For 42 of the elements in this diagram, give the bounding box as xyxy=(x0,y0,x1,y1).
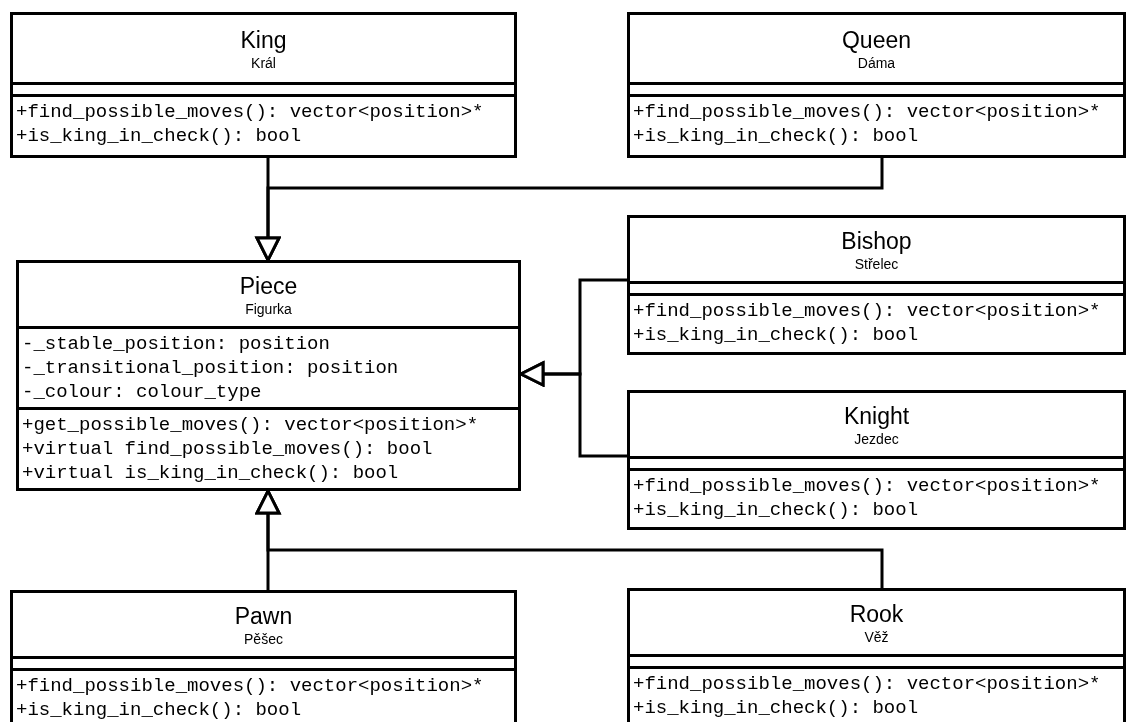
method-text: +find_possible_moves(): vector<position>* xyxy=(633,672,1101,696)
method-text: +find_possible_moves(): vector<position>* xyxy=(633,299,1101,323)
inheritance-arrow xyxy=(255,489,884,588)
method-text: +is_king_in_check(): bool xyxy=(16,124,302,148)
method-text: +find_possible_moves(): vector<position>* xyxy=(633,100,1101,124)
class-name: Pawn xyxy=(234,601,293,630)
method-text: +find_possible_moves(): vector<position>* xyxy=(16,674,484,698)
class-box xyxy=(627,390,1126,530)
class-box xyxy=(627,215,1126,355)
class-subtitle: Jezdec xyxy=(854,429,899,448)
method-text: +virtual is_king_in_check(): bool xyxy=(22,461,399,485)
method-text: +find_possible_moves(): vector<position>* xyxy=(633,474,1101,498)
attribute-text: -_transitional_position: position xyxy=(22,356,399,380)
class-subtitle: Střelec xyxy=(854,254,899,273)
class-name: Piece xyxy=(239,271,298,300)
attribute-text: -_colour: colour_type xyxy=(22,380,262,404)
method-text: +is_king_in_check(): bool xyxy=(633,124,919,148)
inheritance-arrow xyxy=(519,361,627,458)
attribute-text: -_stable_position: position xyxy=(22,332,330,356)
class-box xyxy=(10,12,517,158)
method-text: +virtual find_possible_moves(): bool xyxy=(22,437,433,461)
class-name: Rook xyxy=(849,599,904,628)
class-subtitle: Král xyxy=(251,53,276,72)
class-box xyxy=(627,588,1126,722)
class-name: Knight xyxy=(843,401,910,430)
class-box xyxy=(16,260,521,491)
class-name: Queen xyxy=(841,25,912,54)
method-text: +get_possible_moves(): vector<position>* xyxy=(22,413,479,437)
method-text: +is_king_in_check(): bool xyxy=(633,696,919,720)
class-subtitle: Dáma xyxy=(857,53,896,72)
class-name: King xyxy=(240,25,287,54)
method-text: +is_king_in_check(): bool xyxy=(16,698,302,722)
class-subtitle: Pěšec xyxy=(244,629,283,648)
method-text: +is_king_in_check(): bool xyxy=(633,498,919,522)
class-box xyxy=(10,590,517,722)
class-subtitle: Figurka xyxy=(245,299,292,318)
class-box xyxy=(627,12,1126,158)
method-text: +find_possible_moves(): vector<position>* xyxy=(16,100,484,124)
method-text: +is_king_in_check(): bool xyxy=(633,323,919,347)
class-name: Bishop xyxy=(841,226,912,255)
class-subtitle: Věž xyxy=(864,627,889,646)
inheritance-arrow xyxy=(255,158,884,262)
